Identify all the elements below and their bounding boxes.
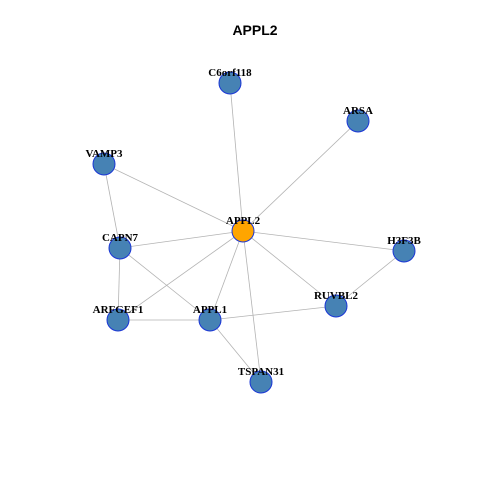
edge-appl2-appl1 [209,230,244,321]
node-c6orf118 [218,71,242,95]
edge-appl2-arfgef1 [117,230,244,321]
edge-appl2-ruvbl2 [242,230,337,307]
node-label-appl1: APPL1 [193,304,227,316]
edge-appl2-tspan31 [242,230,262,383]
node-label-arfgef1: ARFGEF1 [93,304,144,316]
node-arsa [346,109,370,133]
node-tspan31 [249,370,273,394]
node-label-vamp3: VAMP3 [85,148,123,160]
edge-ruvbl2-h3f3b [335,250,405,307]
edge-appl1-ruvbl2 [209,305,337,321]
edge-appl2-capn7 [119,230,244,249]
node-capn7 [108,236,132,260]
edge-appl2-vamp3 [103,163,244,232]
node-label-capn7: CAPN7 [102,232,139,244]
node-label-appl2: APPL2 [226,215,261,227]
node-arfgef1 [106,308,130,332]
edge-appl2-h3f3b [242,230,405,252]
edge-appl2-c6orf118 [229,82,244,232]
edge-appl1-tspan31 [209,319,262,383]
node-label-tspan31: TSPAN31 [238,366,284,378]
node-ruvbl2 [324,294,348,318]
node-label-c6orf118: C6orf118 [208,67,252,79]
edge-capn7-arfgef1 [117,247,121,321]
node-vamp3 [92,152,116,176]
edge-capn7-appl1 [119,247,211,321]
node-label-arsa: ARSA [343,105,373,117]
edge-appl2-arsa [242,120,359,232]
node-appl1 [198,308,222,332]
edge-vamp3-capn7 [103,163,121,249]
edge-layer [103,82,405,383]
node-h3f3b [392,239,416,263]
node-label-h3f3b: H3F3B [387,235,421,247]
node-appl2 [231,219,255,243]
node-label-ruvbl2: RUVBL2 [314,290,359,302]
diagram-title: APPL2 [232,22,277,38]
